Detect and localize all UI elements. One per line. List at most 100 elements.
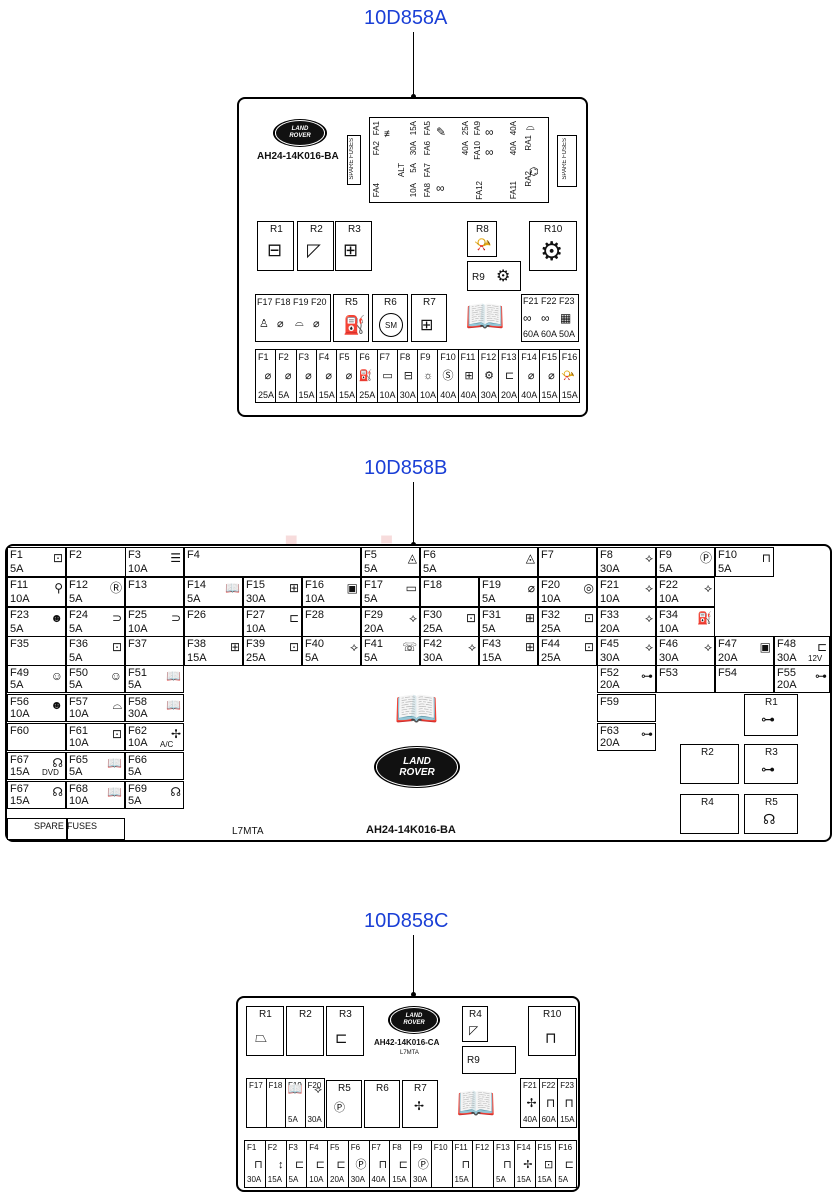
display-icon: ▣ [759,640,771,654]
relay-label: R2 [701,747,714,758]
fuse-label: F8 [392,1143,402,1152]
fuse-label: F22 [541,296,557,306]
fuse-label: F4 [318,352,330,362]
fuse-amp: 5A [482,623,496,635]
fuse-label: F11 [10,579,29,591]
heated-seat-icon: ⟡ [350,640,358,654]
fuse-amp: 25A [246,652,266,664]
wiper-icon: ▭ [382,370,393,382]
spare-divider [66,818,68,840]
fuse-amp: 10A [600,593,620,605]
logo-top-text: LAND [291,126,309,132]
relay-r2: R2 [680,744,739,784]
dvd-label: DVD [42,768,59,777]
fuse-icon: ✢ [523,1159,533,1171]
leader-dot-a [411,94,416,99]
fuse-cell: F37 [125,636,184,666]
diagram-title-a: 10D858A [364,7,448,29]
fuse-amp: 20A [501,390,518,400]
fuse-label: F14 [516,1143,531,1152]
fuse-amp: 10A [541,593,561,605]
fuse-amp: 25A [541,652,561,664]
heater-icon: ⌬ [529,166,539,178]
fuse-label: F52 [600,667,619,679]
fuse-icon: ⊏ [398,1159,408,1171]
fuse-label: F4 [187,549,200,561]
fuse-amp: 10A [379,390,396,400]
ignition-icon: ⌀ [527,581,535,595]
relay-label: R7 [414,1083,427,1094]
fuse-label: F67 [10,783,29,795]
rear-defrost-icon: ⊞ [288,581,299,595]
info-icon: 📖 [225,581,240,595]
fuse-amp: 5A [10,623,24,635]
fuse-label: F38 [187,638,206,650]
fuse-cell: F26 [184,607,243,637]
fuse-label: F1 [258,352,269,362]
heated-seat-icon: ⟡ [468,640,476,654]
fuse-label: F47 [718,638,737,650]
fuse-label: F18 [423,579,442,591]
fuse-amp: 30A [247,1175,262,1184]
ignition-icon: ⌀ [548,370,555,382]
mirror-icon: ⊡ [465,611,476,625]
fuse-amp: 5A [128,679,142,691]
ignition-icon: ⌀ [345,370,353,382]
fuse-label: F15 [537,1143,552,1152]
seat-icon: ▭ [405,581,417,595]
fuse-label: F19 [482,579,501,591]
headphone-icon: ☊ [170,785,181,799]
heated-seat-icon: ⟡ [645,640,653,654]
fuse-label: F12 [475,1143,490,1152]
ra-label: RA1 [524,135,533,151]
fuse-label: F5 [330,1143,340,1152]
fuse-amp: 10A [659,623,679,635]
fuse-label: F21 [523,296,539,306]
fuse-cell: F7 [538,547,597,577]
relay-label: R1 [270,224,283,235]
fuse-panel-a: LAND ROVER AH24-14K016-BA SPARE FUSES FA… [237,97,588,417]
fuse-label: F3 [128,549,141,561]
relay-label: R5 [765,797,778,808]
fuse-amp: 5A [69,593,83,605]
fuse-amp: 40A [440,390,457,400]
fuse-amp: 40A [521,390,538,400]
fuse-amp: 20A [600,679,620,691]
fuse-amp: 10A [10,593,30,605]
fuse-amp: 25A [258,390,275,400]
fuse-label: F13 [501,352,517,362]
leader-line-c [413,935,414,995]
fuse-label: F1 [247,1143,257,1152]
fuse-icon: Ⓟ [417,1159,429,1171]
fuse-icon: ✢ [526,1096,537,1110]
display-icon: ⊡ [111,727,122,741]
socket-icon: ⊏ [816,640,827,654]
fuse-amp: 5A [364,593,378,605]
fuse-label: F12 [69,579,88,591]
fuse-label: F54 [718,667,737,679]
fuse-label: F3 [298,352,310,362]
fuse-amp: 15A [454,1175,469,1184]
fuse-label: F11 [454,1143,468,1152]
seat-motor-icon: ⊶ [761,761,775,777]
fuse-amp: 30A [423,652,443,664]
fuse-amp: 15A [537,1175,552,1184]
headphone-icon: ☊ [763,811,776,827]
fuse-label: F10 [440,352,456,362]
fuse-label: F19 [288,1081,302,1090]
relay-label: R4 [701,797,714,808]
fuse-icon: ⊓ [503,1159,512,1171]
